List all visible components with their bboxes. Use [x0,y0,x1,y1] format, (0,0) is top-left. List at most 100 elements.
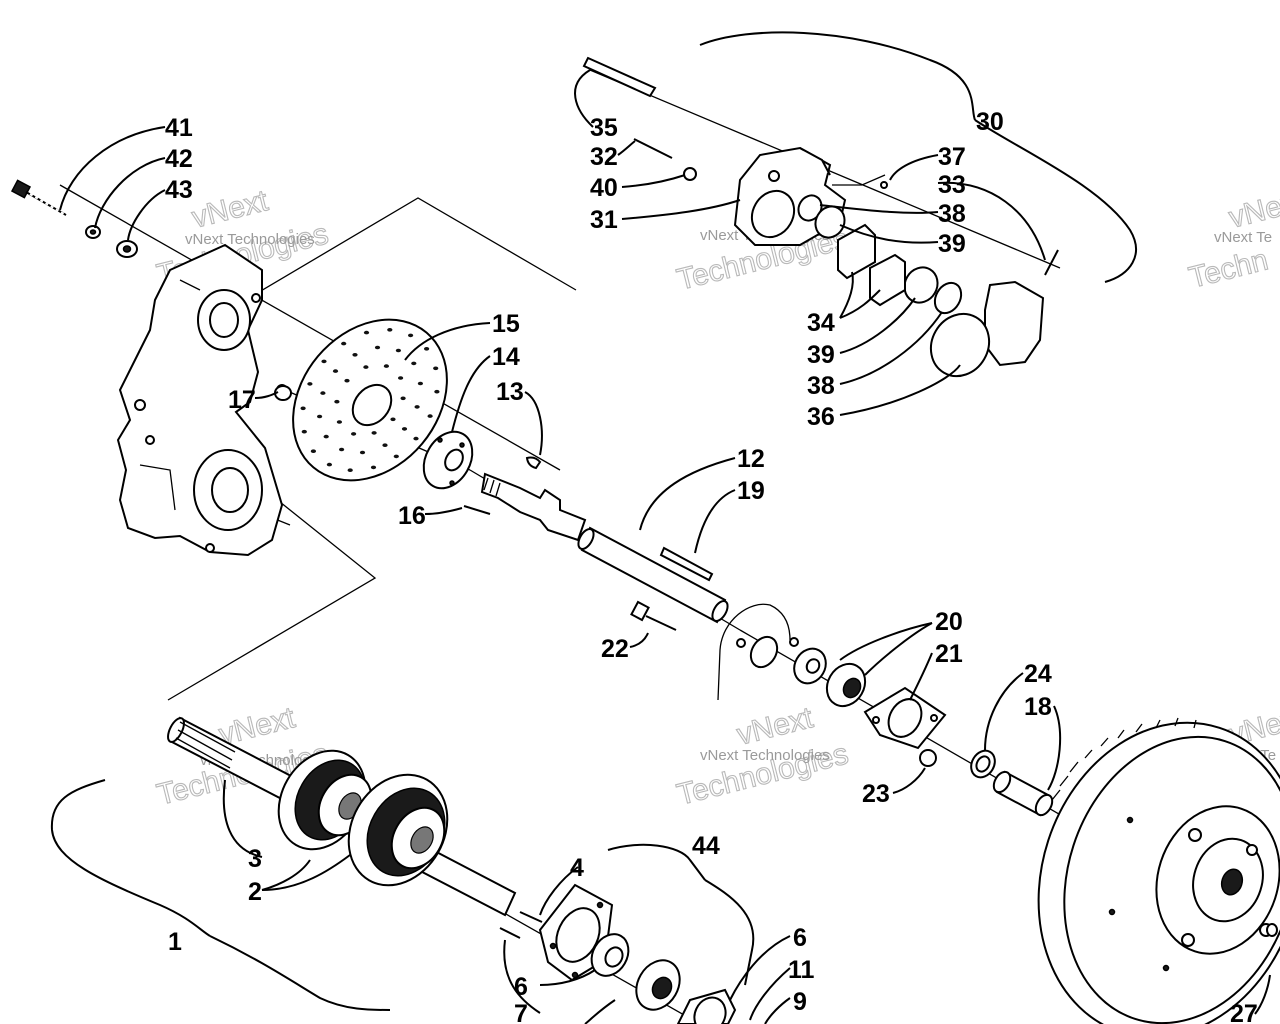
disc-vent-hole [434,389,440,394]
callout-23: 23 [862,780,890,808]
callout-37: 37 [938,143,966,171]
disc-vent-hole [414,405,420,409]
disc-vent-hole [383,364,389,368]
callout-3: 3 [248,845,262,873]
key-13 [525,456,542,470]
bearing-20 [793,647,867,708]
callout-44: 44 [692,832,720,860]
watermark-edge-big-1: Techn [1186,243,1272,294]
callout-36: 36 [807,403,835,431]
key-19 [659,546,714,582]
watermark-small-1: vNext Technologies [185,231,315,248]
bleeder-33 [1044,249,1059,276]
disc-vent-hole [307,382,313,386]
callout-39-upper: 39 [938,230,966,258]
watermark-vnext-1: vNext [189,184,272,235]
callout-12: 12 [737,445,765,473]
flange-plate-4b [676,988,737,1024]
callout-19: 19 [737,477,765,505]
callout-18: 18 [1024,693,1052,721]
bearing-plate-hole [749,635,779,669]
callout-43: 43 [165,176,193,204]
callout-38-lower: 38 [807,372,835,400]
bearing-6b [635,959,681,1011]
disc-vent-hole [344,378,350,383]
disc-vent-hole [374,345,381,350]
callout-labels: 41 42 43 15 14 13 17 16 12 19 22 20 21 2… [165,108,1258,1024]
disc-vent-hole [400,396,406,401]
callout-1: 1 [168,928,182,956]
disc-vent-hole [424,347,430,351]
disc-vent-hole [427,414,433,418]
disc-vent-hole [321,359,327,364]
disc-vent-hole [417,381,423,386]
callout-35: 35 [590,114,618,142]
disc-vent-hole [341,341,347,346]
bolt-41 [10,179,67,216]
disc-vent-hole [301,429,307,434]
chaincase-housing [116,243,288,557]
nut-23 [919,749,937,767]
callout-33: 33 [938,171,966,199]
callout-31: 31 [590,206,618,234]
disc-vent-hole [371,431,377,435]
callout-22: 22 [601,635,629,663]
disc-vent-hole [310,449,316,454]
disc-vent-hole [339,447,345,452]
brake-disc-15 [292,318,448,482]
watermark-vnext-4: vNext [734,701,817,752]
disc-vent-hole [363,330,370,335]
callout-42: 42 [165,145,193,173]
callout-17: 17 [228,386,256,414]
disc-vent-hole [323,434,329,439]
disc-vent-hole [408,333,414,338]
flange-housing-21 [863,686,947,750]
disc-vent-hole [347,468,353,473]
disc-vent-hole [398,376,404,380]
bearing-6a [590,933,630,977]
callout-39-lower: 39 [807,341,835,369]
disc-vent-hole [352,353,358,357]
callout-40: 40 [590,174,618,202]
watermark-edge-top-1: vNext [1226,184,1280,235]
splined-stub-shaft [480,472,587,542]
callout-6-left: 6 [514,973,528,1001]
pulley-27 [1037,717,1280,1024]
piston-39-upper [814,205,846,239]
callout-21: 21 [935,640,963,668]
callout-9: 9 [793,988,807,1016]
disc-vent-hole [359,450,366,455]
washer-24-hole [975,755,991,773]
bolt-22 [630,600,677,631]
bolt-32 [633,138,673,159]
brake-pad-34a [837,223,876,280]
callout-20: 20 [935,608,963,636]
washer-42-hole [89,229,97,235]
callout-15: 15 [492,310,520,338]
callout-38-upper: 38 [938,200,966,228]
washer-40 [683,167,697,181]
callout-24: 24 [1024,660,1052,688]
callout-6-right: 6 [793,924,807,952]
hub-flange-14 [422,430,474,490]
sprocket-2a [277,749,373,851]
callout-34: 34 [807,309,835,337]
callout-27: 27 [1230,1000,1258,1024]
disc-vent-hole [387,328,393,332]
disc-vent-hole [334,399,340,404]
nut-37 [880,181,888,189]
stud-4 [519,911,543,923]
pin-35 [582,56,657,98]
disc-vent-hole [320,391,326,395]
disc-vent-hole [413,436,419,441]
spacer-18 [992,770,1054,817]
callout-32: 32 [590,143,618,171]
bolt-7 [499,927,521,939]
callout-13: 13 [496,378,524,406]
washer-43-hole [122,245,132,253]
disc-vent-hole [351,432,357,436]
callout-41: 41 [165,114,193,142]
sprocket-2b [347,773,449,887]
disc-vent-hole [326,462,332,467]
disc-vent-hole [390,417,396,422]
